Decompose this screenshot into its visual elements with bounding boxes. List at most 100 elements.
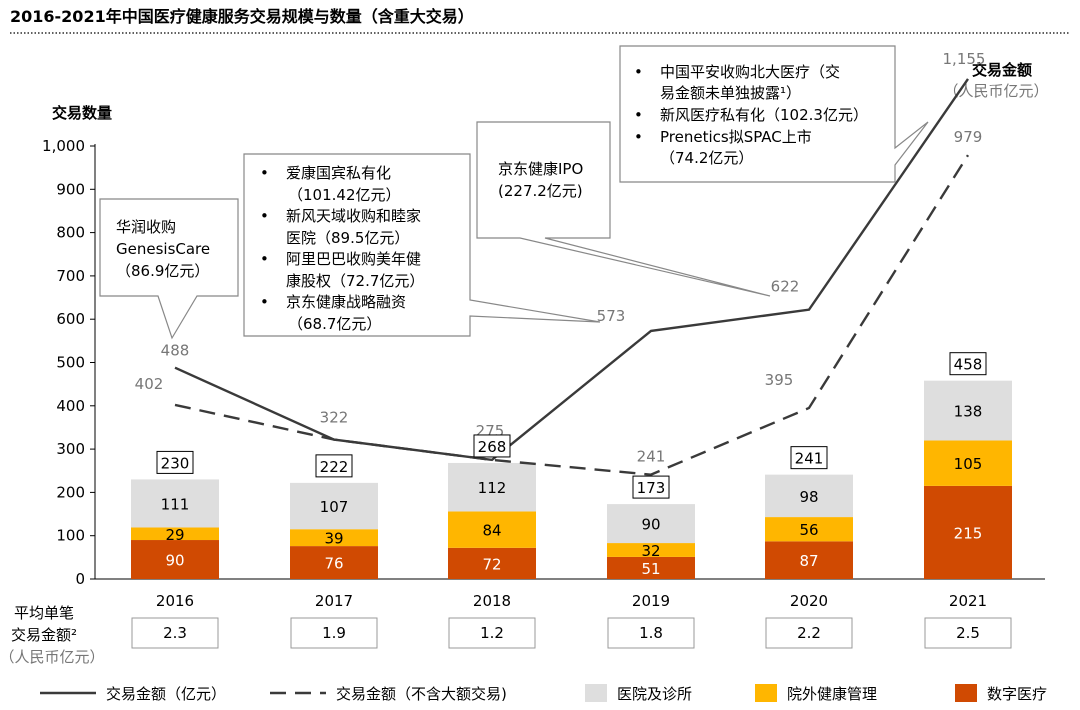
avg-box: [131, 617, 219, 649]
line-value-label: 979: [954, 128, 983, 146]
x-tick-label: 2017: [315, 592, 353, 610]
callout-text: Prenetics拟SPAC上市: [660, 128, 812, 146]
bar-value-label: 90: [641, 516, 660, 534]
callout-text: 新风医疗私有化（102.3亿元）: [660, 106, 868, 124]
callout-box-2016: [99, 198, 239, 340]
bar-value-label: 215: [954, 524, 983, 542]
bar-value-label: 98: [799, 488, 818, 506]
bar-segment: [607, 543, 695, 557]
avg-box: [290, 617, 378, 649]
total-label: 458: [954, 356, 983, 374]
callout-text: 康股权（72.7亿元）: [286, 272, 424, 290]
legend-swatch-box: [955, 684, 977, 702]
y2-axis-unit: （人民币亿元）: [943, 82, 1048, 100]
total-label: 268: [478, 438, 507, 456]
avg-value: 2.2: [797, 624, 821, 642]
bar-segment: [924, 380, 1012, 441]
x-tick-label: 2018: [473, 592, 511, 610]
bar-segment: [448, 462, 536, 512]
bar-segment: [607, 504, 695, 544]
y-tick-label: 900: [56, 180, 85, 198]
bar-value-label: 107: [320, 498, 349, 516]
bar-value-label: 84: [482, 522, 501, 540]
bar-value-label: 90: [165, 552, 184, 570]
total-box: [156, 450, 194, 474]
bar-value-label: 39: [324, 530, 343, 548]
callout-text: 京东健康IPO: [498, 160, 583, 178]
lines: [174, 78, 970, 476]
bar-value-label: 32: [641, 542, 660, 560]
bar-value-label: 138: [954, 403, 983, 421]
x-tick-label: 2019: [632, 592, 670, 610]
chart-title: 2016-2021年中国医疗健康服务交易规模与数量（含重大交易）: [10, 7, 474, 26]
line-value-label: 241: [637, 448, 666, 466]
y-tick-label: 500: [56, 354, 85, 372]
bar-segment: [131, 540, 219, 579]
callout-text: 爱康国宾私有化: [286, 164, 391, 182]
bar-value-label: 111: [161, 495, 190, 513]
total-box: [632, 475, 670, 499]
callout-text: （86.9亿元）: [116, 262, 209, 280]
x-tick-label: 2021: [949, 592, 987, 610]
y-tick-label: 200: [56, 483, 85, 501]
callout-bullet: •: [634, 106, 643, 124]
bar-value-label: 105: [954, 455, 983, 473]
y2-axis-title: 交易金额: [972, 61, 1032, 79]
avg-value: 1.8: [639, 624, 663, 642]
total-label: 222: [320, 458, 349, 476]
callout-text: 医院（89.5亿元）: [286, 229, 409, 247]
avg-box: [924, 617, 1012, 649]
callout-bullet: •: [260, 164, 269, 182]
bars: 9029111763910772841125132908756982151051…: [131, 380, 1012, 579]
bar-segment: [290, 546, 378, 579]
line-value-label: 395: [765, 371, 794, 389]
bar-segment: [131, 527, 219, 541]
callout-bullet: •: [260, 293, 269, 311]
total-box: [949, 352, 987, 376]
avg-value: 1.9: [322, 624, 346, 642]
bar-segment: [290, 482, 378, 530]
avg-value: 2.3: [163, 624, 187, 642]
callout-bullet: •: [634, 128, 643, 146]
legend-label: 医院及诊所: [617, 685, 692, 703]
avg-value: 2.5: [956, 624, 980, 642]
total-box: [315, 454, 353, 478]
line-excl-large-deals: [174, 154, 970, 476]
avg-label-line2: 交易金额²: [11, 626, 77, 644]
callout-box-2017-2018: [243, 153, 601, 337]
bar-segment: [131, 479, 219, 528]
bar-value-label: 51: [641, 560, 660, 578]
bar-segment: [765, 517, 853, 542]
callout-text: （101.42亿元）: [288, 186, 401, 204]
bar-value-label: 76: [324, 555, 343, 573]
legend-swatch-box: [755, 684, 777, 702]
avg-box: [448, 617, 536, 649]
y-tick-label: 1,000: [42, 137, 85, 155]
bar-value-label: 112: [478, 479, 507, 497]
x-tick-label: 2016: [156, 592, 194, 610]
callout-text: 易金额未单独披露¹）: [660, 84, 801, 102]
y-tick-label: 300: [56, 440, 85, 458]
callouts: 华润收购GenesisCare（86.9亿元）•爱康国宾私有化（101.42亿元…: [99, 45, 929, 340]
total-label: 230: [161, 454, 190, 472]
total-box: [473, 434, 511, 458]
callout-text: （74.2亿元）: [660, 149, 753, 167]
avg-box: [607, 617, 695, 649]
legend-label: 交易金额（亿元）: [106, 685, 226, 703]
line-total-amount: [174, 78, 969, 462]
line-value-label: 322: [320, 409, 349, 427]
callout-text: 华润收购: [116, 218, 176, 236]
total-label: 241: [795, 450, 824, 468]
bar-value-label: 72: [482, 555, 501, 573]
bar-value-label: 56: [799, 521, 818, 539]
bar-segment: [290, 529, 378, 547]
line-value-label: 1,155: [943, 50, 986, 68]
legend-swatch-box: [585, 684, 607, 702]
callout-text: 中国平安收购北大医疗（交: [660, 63, 840, 81]
line-value-label: 573: [597, 307, 626, 325]
y-tick-label: 800: [56, 224, 85, 242]
